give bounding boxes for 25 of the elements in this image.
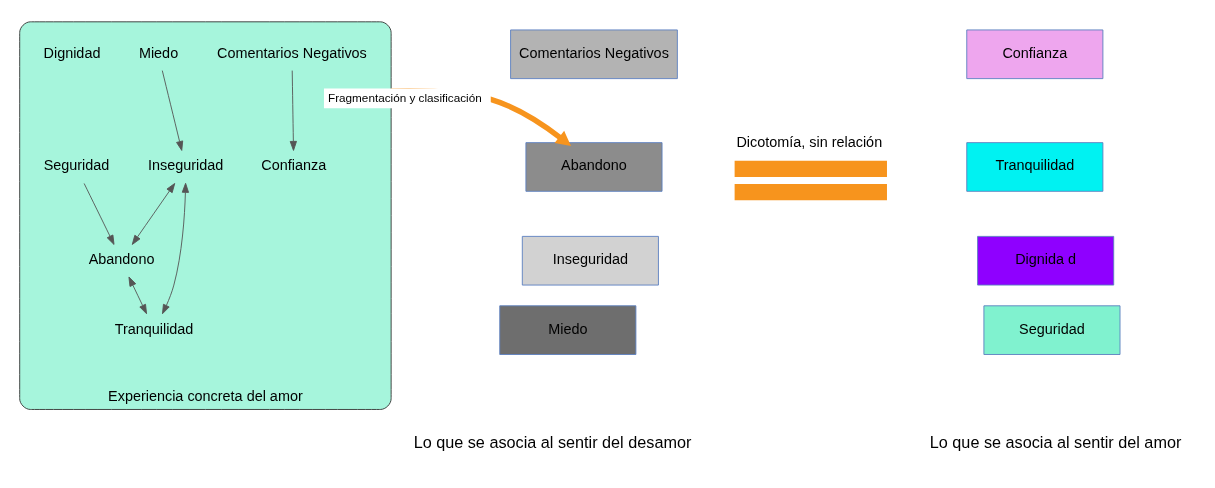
node-box: Abandono [525, 141, 663, 192]
arrow [161, 69, 184, 151]
arrow [162, 182, 189, 314]
node-label: Dicotomía, sin relación [736, 133, 883, 150]
node-box: Seguridad [983, 304, 1121, 355]
node-text: Dignidad [43, 44, 101, 61]
arrow [131, 182, 176, 245]
node-box: Confianza [966, 29, 1104, 79]
label: Lo que se asocia al sentir del desamor [413, 432, 692, 451]
node-box: Comentarios Negativos [510, 29, 678, 79]
arrow [128, 276, 148, 314]
node-box: Tranquilidad [966, 141, 1104, 192]
node-text: Inseguridad [147, 156, 224, 173]
node-text: Abandono [88, 250, 155, 267]
node-text: Confianza [261, 156, 327, 173]
arrow [83, 182, 115, 245]
node-text: Tranquilidad [114, 320, 194, 337]
node-box: Inseguridad [521, 235, 659, 285]
label: Lo que se asocia al sentir del amor [929, 432, 1182, 451]
arrow [289, 69, 297, 151]
node-box: Miedo [499, 304, 637, 355]
node-box: Dignida d [977, 235, 1115, 285]
node-text: Seguridad [43, 156, 110, 173]
node-text: Miedo [138, 44, 179, 61]
node-text: Comentarios Negativos [217, 44, 367, 61]
